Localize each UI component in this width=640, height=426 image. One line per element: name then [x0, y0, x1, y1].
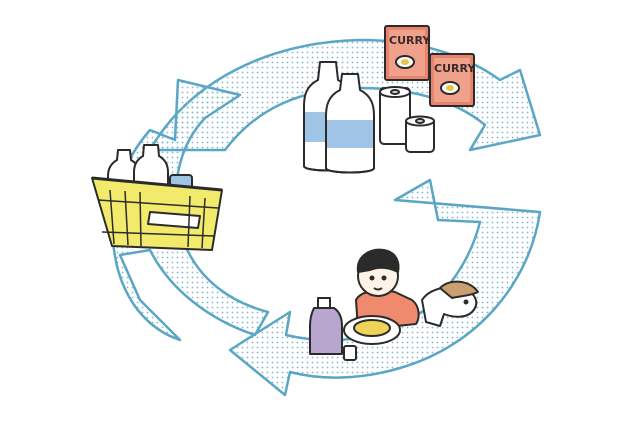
water-bottle-icon [325, 73, 375, 174]
curry-can-label: CURRY [389, 34, 431, 47]
curry-can-icon [384, 25, 430, 81]
cup-icon [343, 345, 357, 361]
supplies-stockpile [303, 25, 475, 174]
boy-figure [355, 248, 420, 331]
toilet-paper-icon [405, 115, 435, 153]
shopping-basket [91, 144, 223, 251]
family-eating-scene [309, 248, 479, 361]
water-bottle-icon [309, 297, 343, 355]
curry-can-icon [429, 53, 475, 107]
curry-plate-icon [343, 315, 401, 345]
toilet-paper-icon [379, 86, 411, 145]
dog-figure [421, 280, 479, 327]
curry-can-label: CURRY [434, 62, 476, 75]
